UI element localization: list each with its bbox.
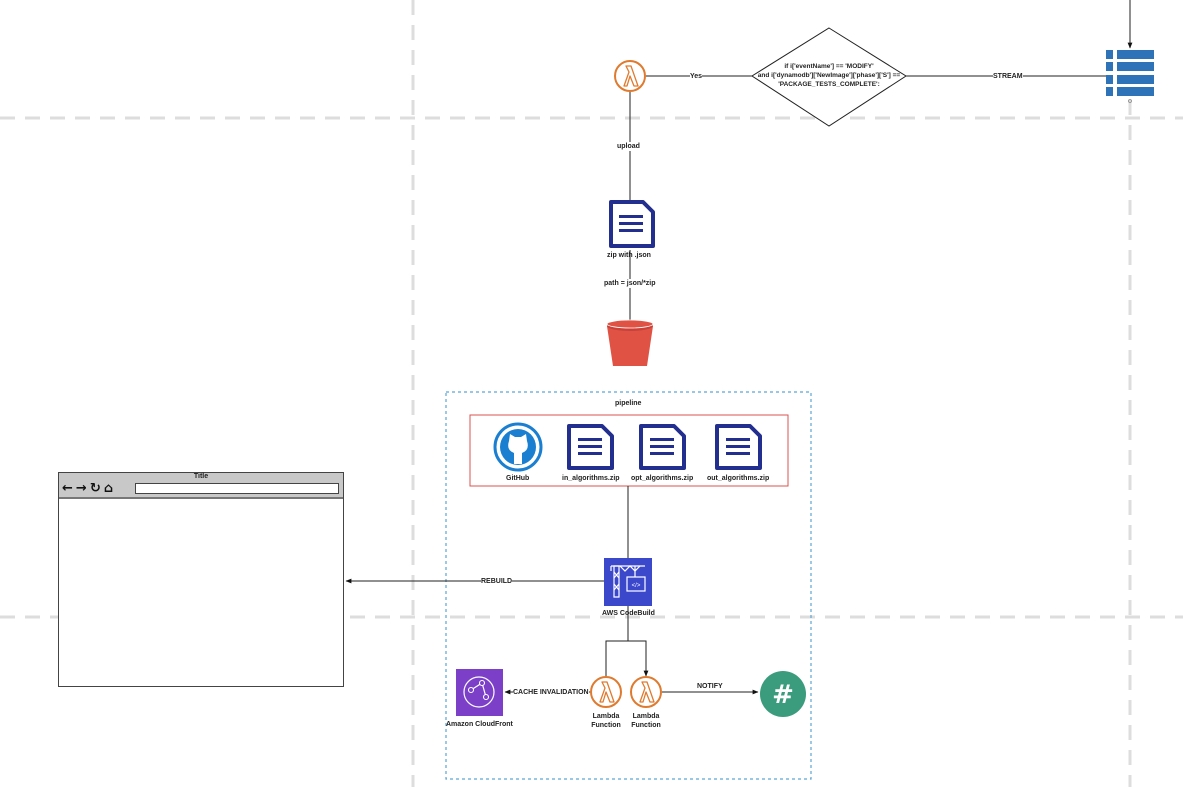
svg-text:</>: </> <box>632 583 641 589</box>
lambda-function-label: Lambda Function <box>591 713 621 729</box>
zip-json-label: zip with .json <box>607 252 651 259</box>
pipeline-label: pipeline <box>615 400 642 407</box>
edge-codebuild-lambda2[interactable] <box>628 640 649 677</box>
pipeline-container[interactable] <box>445 391 812 780</box>
edge-codebuild-split[interactable] <box>605 605 629 678</box>
dynamodb-stream-icon[interactable] <box>1106 50 1154 103</box>
source-group[interactable] <box>469 414 789 487</box>
browser-toolbar: Title ←→↻⌂ <box>59 473 343 499</box>
svg-text:#: # <box>772 680 794 710</box>
opt-algorithms-icon[interactable] <box>639 424 686 470</box>
url-bar[interactable] <box>135 483 339 494</box>
codebuild-icon[interactable]: </> <box>604 558 652 606</box>
out-algorithms-label: out_algorithms.zip <box>707 475 770 482</box>
edge-label-upload: upload <box>617 142 640 151</box>
opt-algorithms-label: opt_algorithms.zip <box>631 475 694 482</box>
edge-label-cache-invalidation: CACHE INVALIDATION <box>513 688 589 697</box>
browser-nav: ←→↻⌂ <box>62 482 116 495</box>
lambda-function-label: Lambda Function <box>631 713 661 729</box>
document-icon[interactable] <box>609 200 655 248</box>
github-icon[interactable] <box>493 422 543 472</box>
reload-icon[interactable]: ↻ <box>89 481 104 496</box>
edge-label-yes: Yes <box>690 72 703 81</box>
slack-icon[interactable]: # <box>760 671 806 717</box>
github-label: GitHub <box>506 475 530 482</box>
cloudfront-icon[interactable] <box>456 669 503 716</box>
condition-line: and i['dynamodb']['NewImage']['phase']['… <box>757 72 901 79</box>
in-algorithms-label: in_algorithms.zip <box>562 475 620 482</box>
edge-label-path: path = json/*zip <box>604 279 656 288</box>
condition-diamond[interactable] <box>751 27 907 127</box>
edge-label-notify: NOTIFY <box>697 683 723 690</box>
home-icon[interactable]: ⌂ <box>103 481 117 496</box>
lambda-icon[interactable] <box>614 60 646 92</box>
out-algorithms-icon[interactable] <box>715 424 762 470</box>
condition-line: if i['eventName'] == 'MODIFY' <box>784 63 874 70</box>
in-algorithms-icon[interactable] <box>567 424 614 470</box>
edge-label-rebuild: REBUILD <box>481 577 513 586</box>
lambda-icon[interactable] <box>630 676 662 708</box>
condition-text: if i['eventName'] == 'MODIFY' and i['dyn… <box>752 62 906 89</box>
forward-arrow-icon[interactable]: → <box>75 481 90 496</box>
edge-label-stream: STREAM <box>993 72 1023 81</box>
cloudfront-label: Amazon CloudFront <box>446 721 513 728</box>
s3-bucket-icon[interactable] <box>606 319 654 366</box>
browser-window[interactable]: Title ←→↻⌂ <box>58 472 344 687</box>
browser-title: Title <box>193 473 209 480</box>
condition-line: 'PACKAGE_TESTS_COMPLETE': <box>778 81 880 88</box>
back-arrow-icon[interactable]: ← <box>62 481 76 496</box>
lambda-icon[interactable] <box>590 676 622 708</box>
codebuild-label: AWS CodeBuild <box>602 610 655 617</box>
